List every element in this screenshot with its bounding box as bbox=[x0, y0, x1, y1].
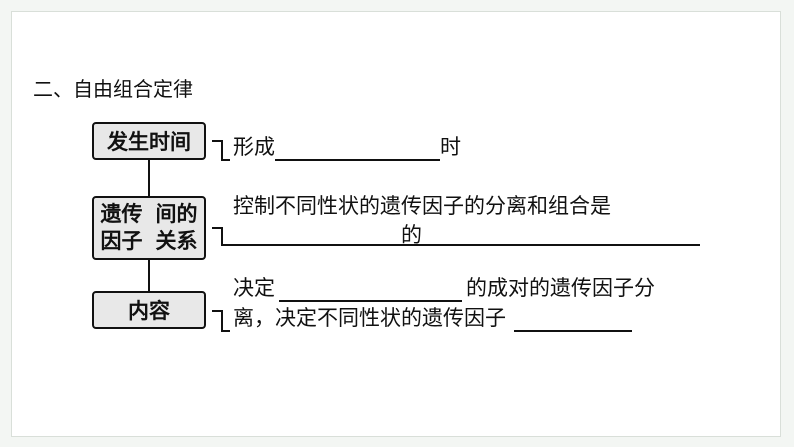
connector-line-2 bbox=[148, 260, 150, 291]
box-relation-line2: 间的关系 bbox=[155, 202, 198, 253]
time-item: 形成 时 bbox=[233, 131, 461, 161]
time-blank bbox=[275, 137, 440, 161]
content-before: 决定 bbox=[233, 276, 275, 300]
time-before: 形成 bbox=[233, 135, 275, 159]
section-title: 二、自由组合定律 bbox=[33, 77, 193, 101]
content-blank-2 bbox=[514, 308, 632, 332]
bracket-time bbox=[212, 140, 230, 161]
content-after: 的成对的遗传因子分 bbox=[466, 276, 655, 300]
content-line1: 决定 的成对的遗传因子分 bbox=[233, 272, 655, 302]
connector-line-1 bbox=[148, 160, 150, 196]
content-blank-1 bbox=[279, 278, 462, 302]
box-content: 内容 bbox=[92, 291, 206, 329]
relation-line2: 的 bbox=[241, 219, 422, 249]
box-relation-line1: 遗传因子 bbox=[100, 202, 143, 253]
bracket-content bbox=[212, 310, 230, 332]
box-occurrence-time: 发生时间 bbox=[92, 122, 206, 160]
content-line2-text: 离，决定不同性状的遗传因子 bbox=[233, 306, 506, 330]
box-factor-relation: 遗传因子 间的关系 bbox=[92, 196, 206, 260]
relation-line1: 控制不同性状的遗传因子的分离和组合是 bbox=[233, 194, 611, 218]
content-line2: 离，决定不同性状的遗传因子 bbox=[233, 302, 632, 332]
time-after: 时 bbox=[440, 135, 461, 159]
bracket-relation bbox=[212, 227, 700, 246]
relation-after: 的 bbox=[401, 223, 422, 247]
relation-blank bbox=[241, 227, 401, 249]
